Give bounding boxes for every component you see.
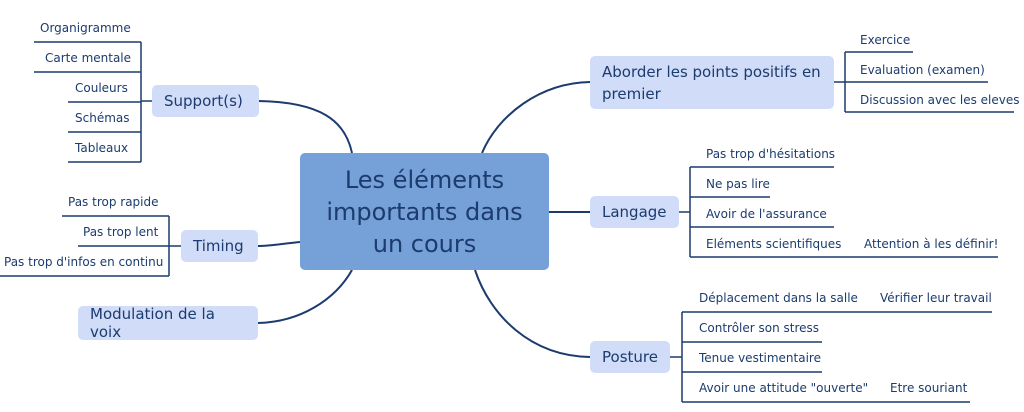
bracket-timing bbox=[0, 215, 181, 277]
bracket-aborder bbox=[834, 51, 1014, 113]
bracket-support bbox=[34, 41, 152, 163]
leaf-attention-definir[interactable]: Attention à les définir! bbox=[864, 237, 999, 251]
leaf-evaluation[interactable]: Evaluation (examen) bbox=[860, 63, 985, 77]
link-timing bbox=[257, 241, 301, 247]
leaf-hesitations[interactable]: Pas trop d'hésitations bbox=[706, 147, 836, 161]
leaf-organigramme[interactable]: Organigramme bbox=[40, 21, 131, 35]
leaf-tableaux[interactable]: Tableaux bbox=[75, 141, 129, 155]
bracket-posture bbox=[670, 311, 992, 403]
topic-timing[interactable]: Timing bbox=[181, 230, 258, 262]
central-title: Les éléments importants dans un cours bbox=[326, 165, 523, 258]
leaf-elements-scientifiques[interactable]: Eléments scientifiques bbox=[706, 237, 842, 251]
topic-aborder-label: Aborder les points positifs en premier bbox=[602, 62, 821, 103]
topic-modulation-voix-label: Modulation de la voix bbox=[90, 305, 215, 341]
link-support bbox=[257, 100, 353, 154]
leaf-exercice[interactable]: Exercice bbox=[860, 33, 911, 47]
topic-support[interactable]: Support(s) bbox=[152, 85, 259, 117]
topic-modulation-voix[interactable]: Modulation de la voix bbox=[78, 305, 258, 341]
leaf-pas-trop-infos[interactable]: Pas trop d'infos en continu bbox=[4, 255, 164, 269]
topic-aborder[interactable]: Aborder les points positifs en premier bbox=[590, 56, 834, 109]
leaf-deplacement[interactable]: Déplacement dans la salle bbox=[699, 291, 858, 305]
leaf-assurance[interactable]: Avoir de l'assurance bbox=[706, 207, 827, 221]
leaf-schemas[interactable]: Schémas bbox=[75, 111, 130, 125]
bracket-langage bbox=[679, 166, 998, 258]
topic-posture[interactable]: Posture bbox=[590, 341, 670, 373]
topic-langage-label: Langage bbox=[602, 203, 667, 221]
topic-timing-label: Timing bbox=[193, 237, 244, 255]
leaf-pas-trop-lent[interactable]: Pas trop lent bbox=[83, 225, 159, 239]
leaf-etre-souriant[interactable]: Etre souriant bbox=[890, 381, 968, 395]
central-topic[interactable]: Les éléments importants dans un cours bbox=[300, 153, 549, 270]
leaf-carte-mentale[interactable]: Carte mentale bbox=[45, 51, 132, 65]
link-voice bbox=[257, 269, 353, 324]
topic-langage[interactable]: Langage bbox=[590, 196, 679, 228]
topic-support-label: Support(s) bbox=[164, 92, 243, 110]
leaf-discussion[interactable]: Discussion avec les eleves bbox=[860, 93, 1020, 107]
link-posture bbox=[474, 269, 591, 358]
leaf-pas-trop-rapide[interactable]: Pas trop rapide bbox=[68, 195, 159, 209]
link-aborder bbox=[481, 81, 591, 154]
leaf-couleurs[interactable]: Couleurs bbox=[75, 81, 128, 95]
leaf-verifier-travail[interactable]: Vérifier leur travail bbox=[880, 291, 992, 305]
leaf-attitude[interactable]: Avoir une attitude "ouverte" bbox=[699, 381, 869, 395]
leaf-stress[interactable]: Contrôler son stress bbox=[699, 321, 820, 335]
leaf-tenue[interactable]: Tenue vestimentaire bbox=[699, 351, 821, 365]
leaf-ne-pas-lire[interactable]: Ne pas lire bbox=[706, 177, 770, 191]
topic-posture-label: Posture bbox=[602, 348, 658, 366]
